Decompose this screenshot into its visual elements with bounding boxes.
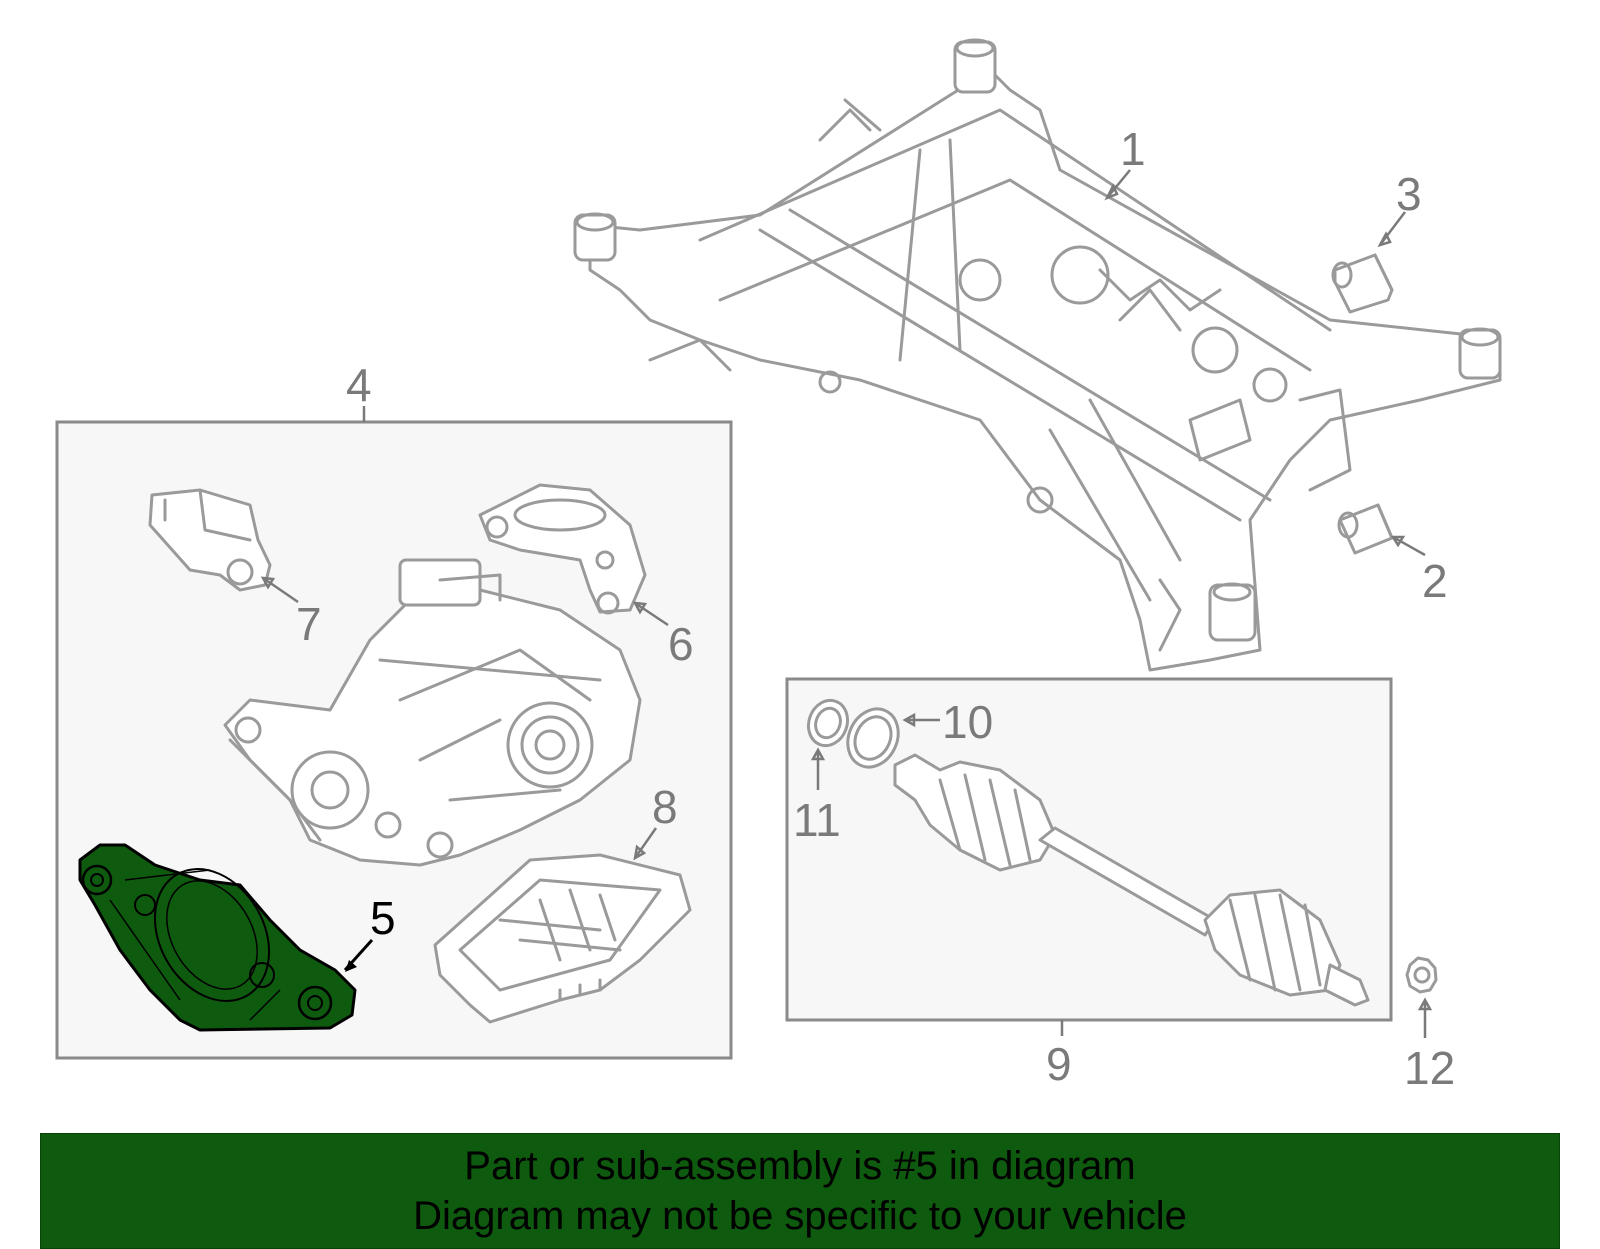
- banner-line-disclaimer: Diagram may not be specific to your vehi…: [413, 1194, 1187, 1238]
- part-12-nut[interactable]: [1405, 956, 1438, 994]
- callout-3: 3: [1396, 168, 1422, 220]
- part-3-bushing[interactable]: [1331, 253, 1394, 314]
- callout-1: 1: [1120, 123, 1146, 175]
- part-6-mount-bracket[interactable]: [478, 483, 647, 615]
- part-8-cover[interactable]: [433, 853, 692, 1024]
- part-1-subframe[interactable]: [573, 38, 1502, 672]
- part-2-bushing[interactable]: [1337, 503, 1394, 555]
- callout-4: 4: [346, 359, 372, 411]
- callout-9: 9: [1046, 1038, 1072, 1090]
- part-11-seal-ring[interactable]: [802, 695, 853, 751]
- part-9-axle-shaft[interactable]: [893, 753, 1370, 1007]
- callout-6: 6: [668, 618, 694, 670]
- callout-7: 7: [296, 598, 322, 650]
- part-10-seal-ring[interactable]: [839, 701, 908, 776]
- part-7-sensor[interactable]: [148, 488, 272, 592]
- callout-12: 12: [1404, 1042, 1455, 1094]
- differential-housing[interactable]: [223, 558, 642, 867]
- callout-10: 10: [942, 696, 993, 748]
- parts-diagram: 1 3 2 4 7 6 8 5 10 11 9 12: [55, 38, 1502, 1094]
- part-5-cover-highlighted[interactable]: [78, 843, 357, 1032]
- callout-8: 8: [652, 781, 678, 833]
- callout-11: 11: [793, 794, 841, 846]
- banner-line-part: Part or sub-assembly is #5 in diagram: [464, 1144, 1136, 1188]
- info-banner: Part or sub-assembly is #5 in diagram Di…: [40, 1133, 1560, 1249]
- callout-2: 2: [1422, 555, 1448, 607]
- leader-lines: [260, 169, 1433, 1038]
- callout-5: 5: [370, 892, 396, 944]
